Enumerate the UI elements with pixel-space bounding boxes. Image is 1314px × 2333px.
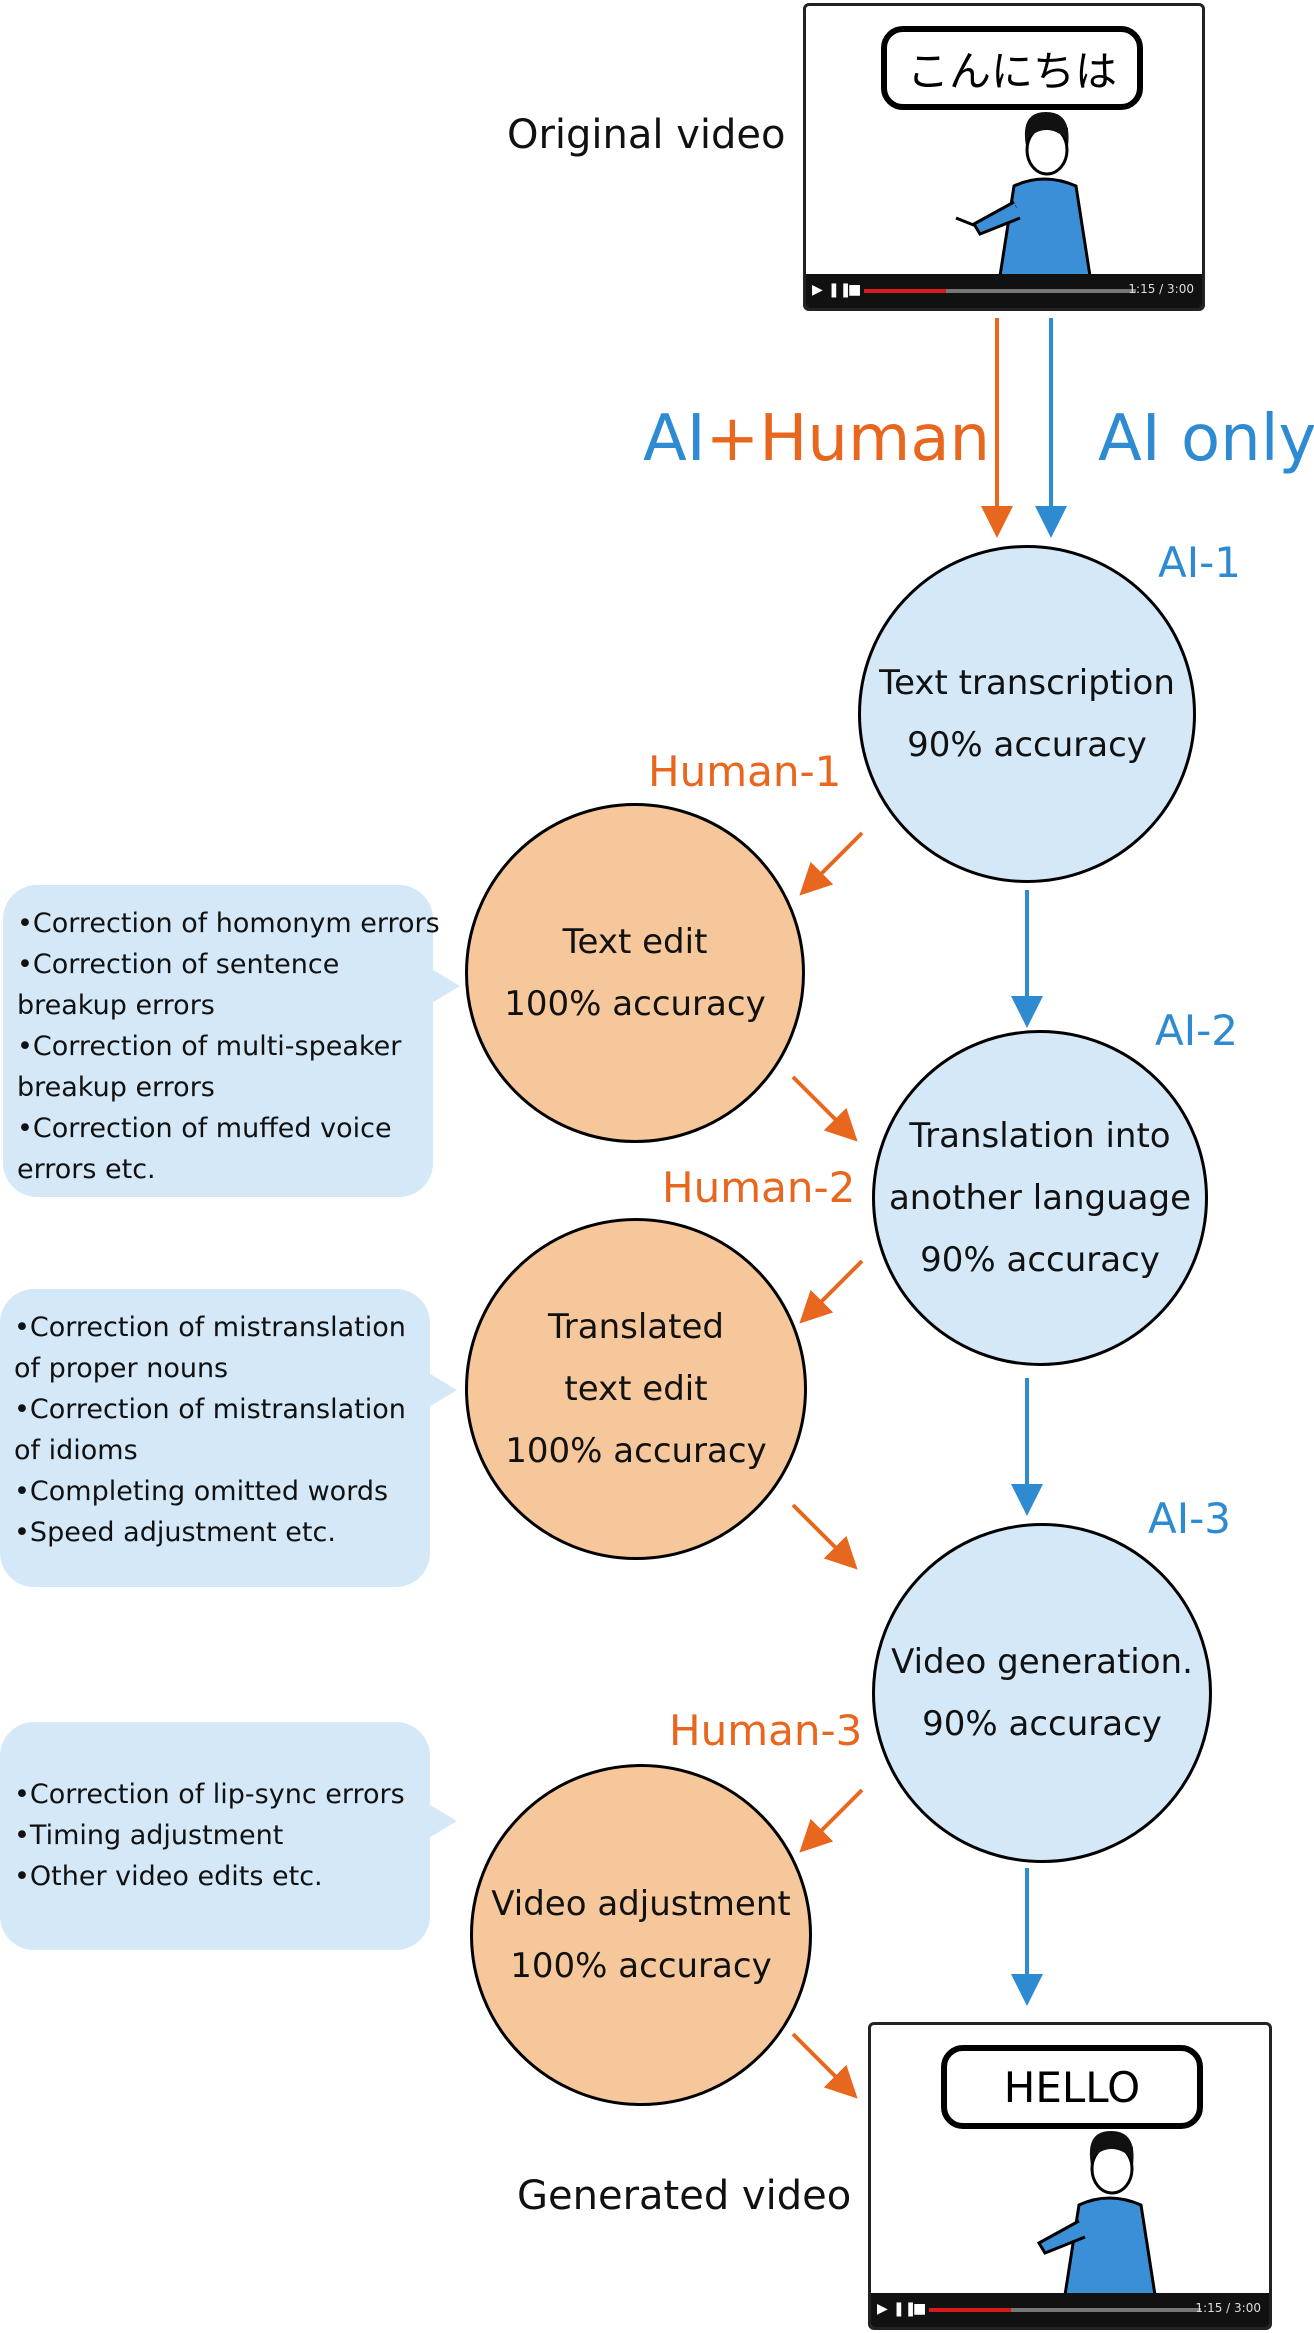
arrow-ai1-human1	[799, 831, 864, 896]
note-item: errors etc.	[17, 1154, 156, 1185]
ai-human-label: AI+Human	[643, 402, 990, 476]
note-item: •Correction of sentence	[17, 949, 340, 980]
human2-line: Translated	[548, 1307, 724, 1347]
note-pointer	[427, 1372, 457, 1408]
ai1-tag: AI-1	[1158, 538, 1241, 587]
ai2-tag: AI-2	[1155, 1006, 1238, 1055]
human1-tag: Human-1	[648, 747, 842, 796]
generated-video-label: Generated video	[517, 2173, 852, 2219]
human3-line: 100% accuracy	[510, 1946, 772, 1986]
speech-bubble: HELLO	[941, 2045, 1203, 2129]
generated-video-player[interactable]: HELLO ▶ ❚❚ ■ 1:15 / 3:00	[868, 2022, 1272, 2330]
progress-fill	[929, 2308, 1011, 2312]
arrow-human1-ai2	[791, 1075, 858, 1142]
time-display: 1:15 / 3:00	[1195, 2301, 1261, 2315]
human3-circle: Video adjustment 100% accuracy	[470, 1764, 812, 2106]
human1-note: •Correction of homonym errors •Correctio…	[3, 885, 440, 1197]
note-item: •Timing adjustment	[14, 1820, 284, 1851]
note-pointer	[427, 1803, 457, 1839]
play-icon[interactable]: ▶	[877, 2301, 888, 2317]
note-item: breakup errors	[17, 990, 215, 1021]
presenter-figure-icon	[955, 112, 1102, 286]
speech-bubble: こんにちは	[881, 26, 1143, 110]
note-item: •Correction of lip-sync errors	[14, 1779, 405, 1810]
progress-track[interactable]	[864, 289, 1136, 293]
note-item: •Correction of multi-speaker	[17, 1031, 402, 1062]
human2-line: text edit	[564, 1369, 708, 1409]
original-video-label: Original video	[507, 112, 786, 158]
ai3-tag: AI-3	[1148, 1494, 1231, 1543]
ai2-line: Translation into	[909, 1116, 1171, 1156]
note-item: •Completing omitted words	[14, 1476, 389, 1507]
human2-line: 100% accuracy	[505, 1431, 767, 1471]
ai2-line: another language	[888, 1178, 1192, 1218]
human3-tag: Human-3	[669, 1706, 863, 1755]
ai3-line: 90% accuracy	[922, 1704, 1162, 1744]
arrow-human2-ai3	[791, 1503, 858, 1570]
time-display: 1:15 / 3:00	[1128, 282, 1194, 296]
ai1-circle: Text transcription 90% accuracy	[858, 545, 1196, 883]
human2-circle: Translated text edit 100% accuracy	[465, 1218, 807, 1560]
human2-note: •Correction of mistranslation of proper …	[0, 1289, 430, 1587]
note-item: •Correction of mistranslation	[14, 1394, 406, 1425]
arrow-ai2-human2	[799, 1259, 864, 1324]
arrow-ai3-human3	[799, 1788, 864, 1853]
stop-icon[interactable]: ■	[848, 282, 862, 298]
human3-note: •Correction of lip-sync errors •Timing a…	[0, 1722, 430, 1950]
note-item: •Speed adjustment etc.	[14, 1517, 336, 1548]
ai1-line: Text transcription	[879, 663, 1175, 703]
note-item: •Correction of muffed voice	[17, 1113, 392, 1144]
human1-line: 100% accuracy	[504, 984, 766, 1024]
note-item: •Other video edits etc.	[14, 1861, 323, 1892]
presenter-figure-icon	[1036, 2131, 1167, 2305]
ai1-line: 90% accuracy	[907, 725, 1147, 765]
ai-only-label: AI only	[1098, 402, 1314, 476]
video-controls[interactable]: ▶ ❚❚ ■ 1:15 / 3:00	[871, 2293, 1269, 2327]
note-item: breakup errors	[17, 1072, 215, 1103]
original-video-player[interactable]: こんにちは ▶ ❚❚ ■ 1:15 / 3:00	[803, 3, 1205, 311]
human1-circle: Text edit 100% accuracy	[465, 803, 805, 1143]
note-item: •Correction of mistranslation	[14, 1312, 406, 1343]
pause-icon[interactable]: ❚❚	[828, 282, 852, 298]
play-icon[interactable]: ▶	[812, 282, 823, 298]
note-pointer	[430, 968, 460, 1004]
progress-track[interactable]	[929, 2308, 1201, 2312]
stop-icon[interactable]: ■	[913, 2301, 927, 2317]
human3-line: Video adjustment	[491, 1884, 791, 1924]
ai3-circle: Video generation. 90% accuracy	[872, 1523, 1212, 1863]
ai2-line: 90% accuracy	[920, 1240, 1160, 1280]
ai-human-text: AI+Human	[643, 402, 991, 476]
progress-fill	[864, 289, 946, 293]
note-item: of idioms	[14, 1435, 138, 1466]
arrow-human3-generated	[791, 2032, 858, 2099]
note-item: •Correction of homonym errors	[17, 908, 440, 939]
ai3-line: Video generation.	[891, 1642, 1193, 1682]
ai2-circle: Translation into another language 90% ac…	[872, 1030, 1208, 1366]
human1-line: Text edit	[562, 922, 708, 962]
video-controls[interactable]: ▶ ❚❚ ■ 1:15 / 3:00	[806, 274, 1202, 308]
human2-tag: Human-2	[662, 1163, 856, 1212]
note-item: of proper nouns	[14, 1353, 229, 1384]
pause-icon[interactable]: ❚❚	[893, 2301, 917, 2317]
